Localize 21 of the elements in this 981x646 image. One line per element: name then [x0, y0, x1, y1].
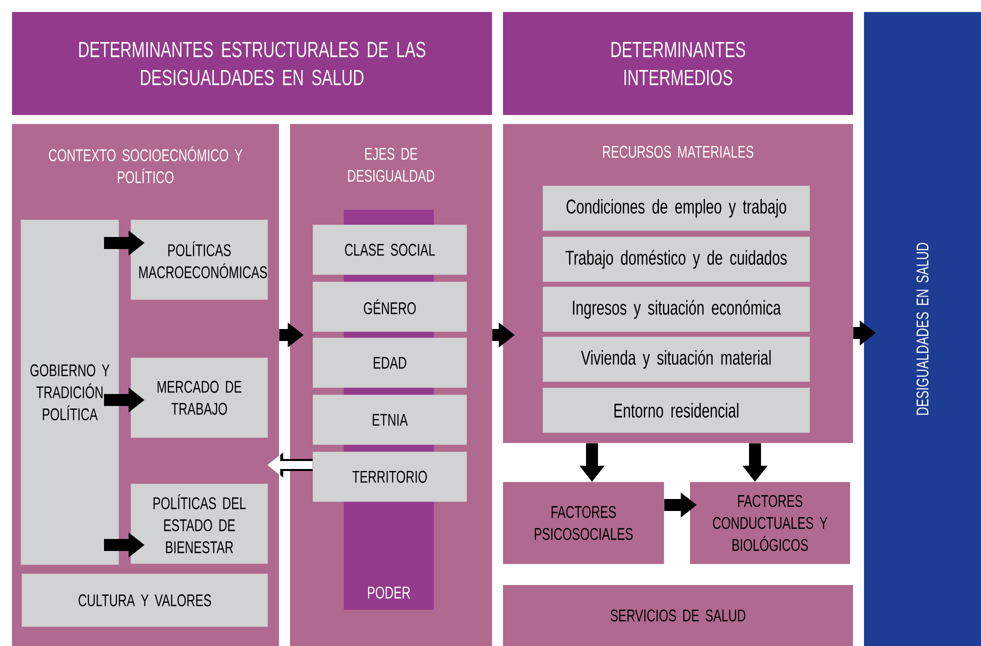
resource-box: Condiciones de empleo y trabajo	[542, 186, 810, 231]
axis-box: TERRITORIO	[312, 452, 467, 502]
header-box: DETERMINANTES INTERMEDIOS	[503, 12, 853, 115]
outcome-band: DESIGUALDADES EN SALUD	[864, 12, 981, 646]
axis-box: EDAD	[312, 338, 467, 388]
axis-box: ETNIA	[312, 394, 467, 445]
factor-box: FACTORES PSICOSOCIALES	[503, 482, 664, 564]
axis-box: CLASE SOCIAL	[312, 224, 467, 275]
service-box: SERVICIOS DE SALUD	[503, 585, 853, 646]
factor-box: CULTURA Y VALORES	[22, 574, 268, 627]
factor-box: POLÍTICAS DEL ESTADO DE BIENESTAR	[130, 484, 268, 564]
factor-box: MERCADO DE TRABAJO	[130, 358, 268, 438]
resource-box: Vivienda y situación material	[542, 336, 810, 382]
resource-box: Ingresos y situación económica	[542, 286, 810, 332]
resource-box: Entorno residencial	[542, 388, 810, 433]
factor-box: GOBIERNO Y TRADICIÓN POLÍTICA	[20, 220, 119, 565]
factor-box: POLÍTICAS MACROECONÓMICAS	[130, 220, 268, 300]
axis-box: GÉNERO	[312, 282, 467, 332]
header-box: DETERMINANTES ESTRUCTURALES DE LAS DESIGUALDADES EN SALUD	[12, 12, 492, 115]
resource-box: Trabajo doméstico y de cuidados	[542, 236, 810, 282]
factor-box: FACTORES CONDUCTUALES Y BIOLÓGICOS	[690, 482, 850, 564]
